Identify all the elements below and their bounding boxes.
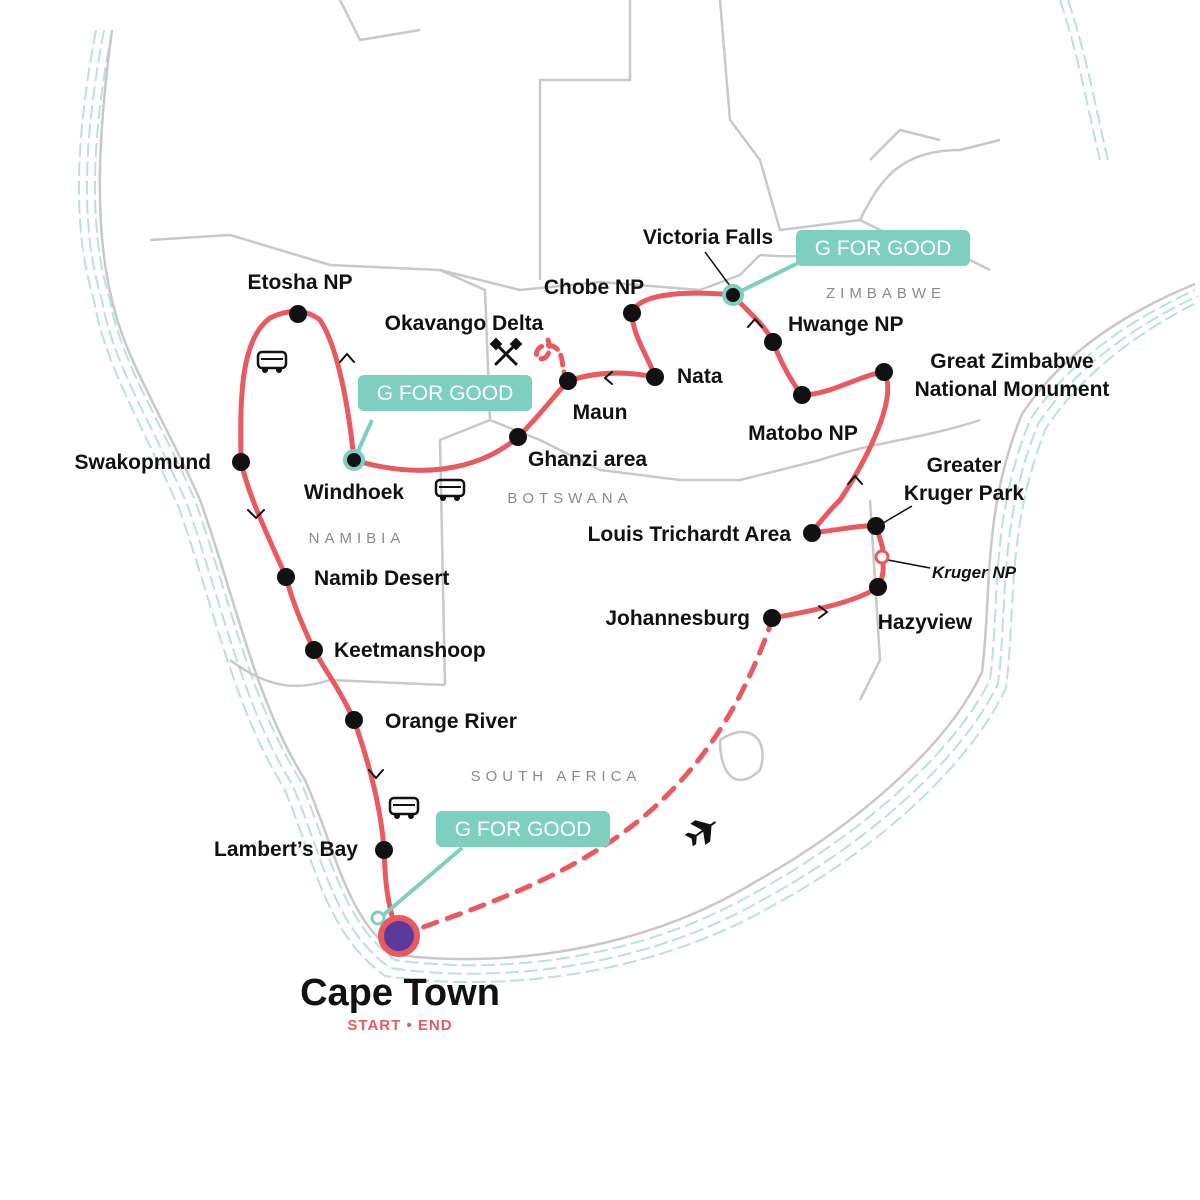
pointer-line (704, 251, 734, 291)
kruger-np-marker (874, 549, 890, 565)
stop-label-johannesburg: Johannesburg (605, 607, 750, 630)
start-end-caption: START • END (347, 1017, 452, 1034)
stop-label-louis-trichardt: Louis Trichardt Area (588, 523, 792, 546)
city-label-cape-town: Cape Town (300, 972, 500, 1014)
g-for-good-label: G FOR GOOD (455, 818, 592, 841)
stop-label-orange-river: Orange River (385, 710, 517, 733)
stop-label-victoria-falls: Victoria Falls (643, 226, 773, 249)
bus-icon (434, 478, 466, 501)
stop-label-maun: Maun (573, 401, 628, 424)
stop-label-keetmanshoop: Keetmanshoop (334, 639, 486, 662)
stop-label-etosha: Etosha NP (247, 271, 352, 294)
okavango-side-trip (534, 337, 571, 384)
g-for-good-label: G FOR GOOD (377, 382, 514, 405)
country-label-south-africa: SOUTH AFRICA (471, 768, 642, 785)
stop-label-swakopmund: Swakopmund (74, 451, 211, 474)
bus-icon (388, 796, 420, 819)
country-borders (98, 0, 1196, 961)
stop-label-great-zimbabwe-line1: Great Zimbabwe (930, 350, 1093, 373)
pointer-line (887, 559, 931, 569)
g-for-good-badge: G FOR GOOD (732, 230, 970, 297)
stop-label-namib: Namib Desert (314, 567, 449, 590)
stop-label-chobe: Chobe NP (544, 276, 644, 299)
cape-town-g-marker (370, 910, 386, 926)
direction-arrows (247, 317, 863, 780)
stop-label-lamberts-bay: Lambert’s Bay (214, 838, 358, 861)
airplane-icon (684, 820, 717, 847)
country-label-namibia: NAMIBIA (309, 530, 406, 547)
stop-label-ghanzi: Ghanzi area (528, 448, 647, 471)
stop-markers (232, 304, 893, 859)
cape-town-start-marker (378, 915, 420, 957)
stop-label-windhoek: Windhoek (304, 481, 404, 504)
coastline-hatching (77, 0, 1199, 984)
stop-label-nata: Nata (677, 365, 723, 388)
stop-label-greater-kruger-line1: Greater (927, 454, 1002, 477)
country-label-zimbabwe: ZIMBABWE (826, 285, 946, 302)
stop-label-greater-kruger-line2: Kruger Park (904, 482, 1025, 505)
victoria-falls-marker (722, 284, 744, 306)
windhoek-marker (343, 449, 365, 471)
g-for-good-label: G FOR GOOD (815, 237, 952, 260)
stop-label-hazyview: Hazyview (878, 611, 973, 634)
g-for-good-badge: G FOR GOOD (378, 811, 610, 920)
g-for-good-badge: G FOR GOOD (352, 375, 532, 461)
country-label-botswana: BOTSWANA (507, 490, 632, 507)
paddles-icon (489, 337, 523, 366)
stop-label-matobo: Matobo NP (748, 422, 858, 445)
bus-icon (256, 350, 288, 373)
stop-label-great-zimbabwe-line2: National Monument (915, 378, 1110, 401)
stop-label-hwange: Hwange NP (788, 313, 904, 336)
flight-route (397, 617, 775, 938)
stop-label-okavango: Okavango Delta (385, 312, 544, 335)
stop-label-kruger-np: Kruger NP (932, 563, 1017, 582)
